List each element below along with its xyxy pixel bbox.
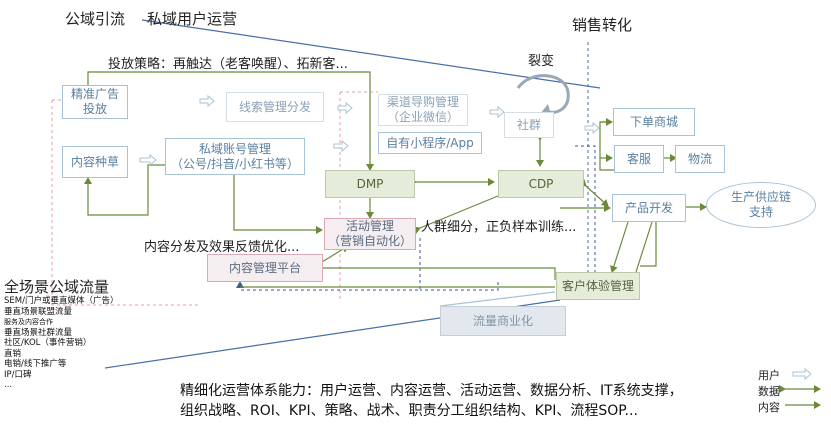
traffic-source-item: SEM/门户或垂直媒体（广告） <box>4 296 119 306</box>
traffic-sources-title: 全场景公域流量 <box>4 278 110 296</box>
user-arrow-3 <box>489 105 505 119</box>
box-content-seeding[interactable]: 内容种草 <box>62 146 128 178</box>
user-arrow-4 <box>139 153 157 167</box>
box-dmp[interactable]: DMP <box>325 170 415 198</box>
header-public-traffic: 公域引流 <box>65 10 126 28</box>
traffic-source-item: 垂直场景联盟流量 <box>4 306 73 317</box>
box-own-app[interactable]: 自有小程序/App <box>378 132 482 154</box>
box-private-account[interactable]: 私域账号管理（公号/抖音/小红书等） <box>165 138 305 175</box>
box-campaign[interactable]: 活动管理（营销自动化） <box>324 218 416 250</box>
traffic-source-item: 垂直场景社群流量 <box>4 327 73 338</box>
note-segmentation: 人群细分，正负样本训练... <box>421 220 577 235</box>
box-product-dev[interactable]: 产品开发 <box>612 194 686 222</box>
box-customer-service[interactable]: 客服 <box>614 145 664 173</box>
box-cx-mgmt[interactable]: 客户体验管理 <box>556 272 640 300</box>
user-arrow-5 <box>333 139 349 153</box>
box-content-platform[interactable]: 内容管理平台 <box>207 254 323 282</box>
traffic-source-item: 服务及内容合作 <box>4 318 53 326</box>
box-community[interactable]: 社群 <box>504 112 554 138</box>
traffic-source-item: 直销 <box>4 348 22 359</box>
user-arrow-1 <box>199 94 215 108</box>
box-supply-chain[interactable]: 生产供应链支持 <box>706 182 816 228</box>
header-private-ops: 私域用户运营 <box>147 10 238 28</box>
box-precise-ads[interactable]: 精准广告投放 <box>62 85 128 119</box>
note-content-feedback: 内容分发及效果反馈优化... <box>144 240 300 255</box>
capabilities-line-1: 精细化运营体系能力：用户运营、内容运营、活动运营、数据分析、IT系统支撑， <box>180 383 683 399</box>
traffic-source-item: 电销/线下推广等 <box>4 359 67 369</box>
box-order-mall[interactable]: 下单商城 <box>613 108 695 136</box>
legend-user-arrow <box>792 367 812 381</box>
legend-content: 内容 <box>758 401 780 414</box>
legend-user: 用户 <box>758 369 780 382</box>
box-channel-guide[interactable]: 渠道导购管理（企业微信） <box>378 94 468 126</box>
traffic-source-item: 社区/KOL（事件营销） <box>4 338 92 348</box>
user-arrow-2 <box>337 101 353 115</box>
divider-top <box>141 19 601 89</box>
legend-data: 数据 <box>758 385 780 398</box>
traffic-source-item: IP/口碑 <box>4 369 32 380</box>
user-arrow-6 <box>584 121 600 135</box>
traffic-source-item: ... <box>4 380 13 390</box>
header-sales-conversion: 销售转化 <box>572 16 633 34</box>
box-cdp[interactable]: CDP <box>498 170 584 198</box>
traffic-sources-list: SEM/门户或垂直媒体（广告） 垂直场景联盟流量 服务及内容合作 垂直场景社群流… <box>4 296 118 391</box>
box-traffic-commercial[interactable]: 流量商业化 <box>440 306 566 336</box>
box-lead-mgmt[interactable]: 线索管理分发 <box>226 92 324 122</box>
capabilities-line-2: 组织战略、ROI、KPI、策略、战术、职责分工组织结构、KPI、流程SOP... <box>180 403 638 419</box>
box-logistics[interactable]: 物流 <box>675 145 725 173</box>
note-strategy: 投放策略：再触达（老客唤醒）、拓新客... <box>108 57 348 72</box>
label-fission: 裂变 <box>528 54 555 69</box>
